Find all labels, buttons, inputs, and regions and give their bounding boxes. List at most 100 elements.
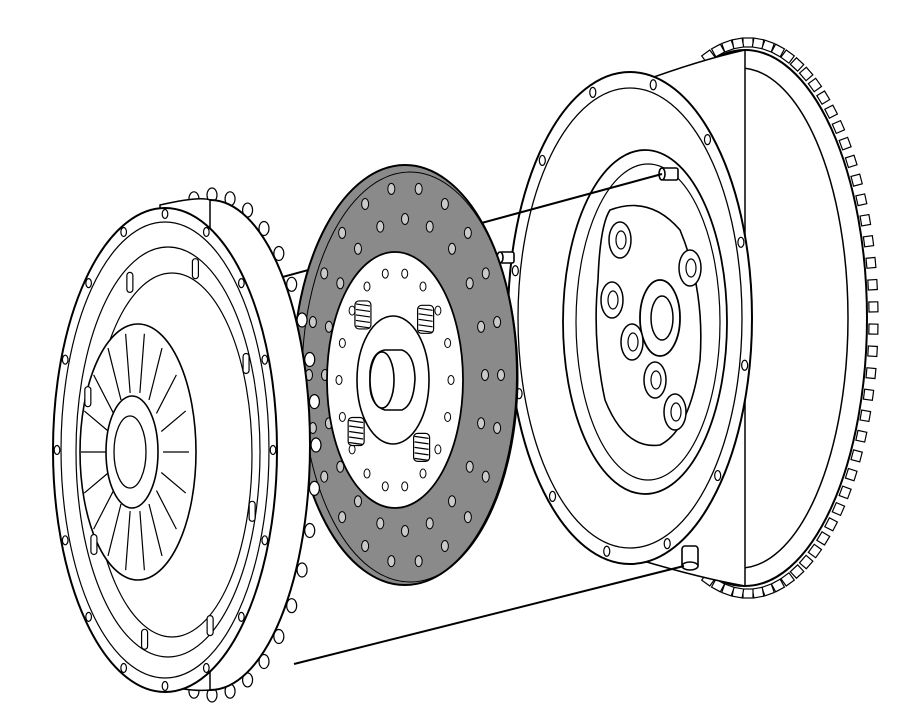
rim-lug — [308, 393, 321, 410]
rivet-hole — [401, 525, 409, 537]
carrier-hole — [444, 338, 452, 349]
rim-hole — [589, 86, 597, 98]
gear-tooth — [831, 119, 846, 135]
rivet-hole — [481, 369, 489, 381]
rivet-hole — [387, 555, 396, 568]
gear-tooth — [824, 517, 839, 532]
flywheel-hub-bosses — [600, 221, 702, 431]
carrier-hole — [401, 268, 409, 279]
gear-tooth — [789, 563, 805, 580]
diaphragm-finger — [155, 374, 177, 414]
gear-tooth — [865, 256, 877, 269]
clutch-disc — [292, 164, 519, 586]
mounting-hole — [61, 354, 69, 365]
rim-lug — [308, 480, 321, 497]
rim-lug — [304, 522, 316, 539]
carrier-hole — [335, 375, 343, 385]
mounting-hole — [85, 611, 93, 622]
rivet-hole — [401, 213, 409, 225]
gear-tooth — [751, 586, 765, 599]
gear-tooth — [868, 323, 879, 335]
spring-coil — [414, 446, 429, 450]
rim-lug — [286, 276, 298, 292]
carrier-hole — [381, 481, 389, 492]
rivet-hole — [481, 267, 490, 280]
carrier-hole — [434, 305, 442, 316]
spring-coil — [355, 319, 371, 324]
mounting-hole — [237, 611, 245, 622]
gear-tooth — [770, 578, 786, 593]
diaphragm-finger — [83, 472, 110, 494]
mounting-hole — [202, 226, 210, 238]
gear-tooth — [855, 429, 868, 443]
cover-slot — [126, 271, 134, 294]
carrier-hole — [338, 338, 346, 349]
rivet-hole — [465, 460, 474, 473]
cover-slot — [90, 533, 98, 556]
rivet-hole — [376, 220, 385, 233]
gear-tooth — [770, 43, 786, 58]
gear-tooth — [838, 485, 852, 500]
rivet-hole — [387, 182, 396, 195]
diaphragm-finger — [139, 511, 145, 571]
carrier-hole — [348, 444, 356, 455]
rivet-hole — [338, 511, 347, 524]
mounting-hole — [61, 535, 69, 546]
rivet-hole — [497, 369, 505, 381]
gear-tooth — [710, 43, 726, 58]
gear-tooth — [761, 39, 776, 53]
flywheel-rim-holes — [511, 79, 749, 557]
diaphragm-finger — [125, 333, 131, 393]
gear-tooth — [868, 301, 879, 313]
hub-boss-hole — [627, 332, 639, 352]
spring-coil — [418, 318, 433, 322]
gear-tooth — [815, 530, 831, 546]
cover-slot — [84, 386, 92, 408]
rivet-hole — [463, 511, 472, 524]
cover-slot — [191, 258, 200, 280]
mounting-hole — [261, 535, 269, 546]
rivet-hole — [448, 242, 457, 255]
gear-tooth — [798, 554, 814, 570]
carrier-hole — [401, 481, 409, 492]
diaphragm-finger — [139, 333, 145, 393]
dual-mass-flywheel — [507, 37, 879, 599]
rim-lug — [273, 628, 285, 645]
rim-hole — [714, 469, 722, 482]
dowel-pin-bottom — [681, 545, 699, 571]
diaphragm-finger — [125, 511, 131, 571]
gear-tooth — [742, 37, 754, 48]
gear-tooth — [844, 467, 858, 482]
mounting-hole — [161, 208, 169, 220]
gear-tooth — [780, 49, 796, 65]
pressure-plate — [52, 187, 322, 703]
rivet-hole — [320, 470, 329, 483]
rim-lug — [296, 312, 308, 328]
ring-gear-teeth — [700, 37, 879, 599]
cover-rim-lugs — [188, 187, 322, 703]
spring-coil — [355, 314, 371, 318]
rivet-hole — [481, 470, 490, 483]
gear-tooth — [865, 367, 877, 380]
gear-tooth — [824, 104, 839, 119]
spring-coil — [349, 419, 364, 424]
gear-tooth — [855, 193, 868, 207]
rim-hole — [548, 490, 557, 502]
gear-tooth — [862, 235, 875, 248]
rim-hole — [649, 79, 657, 91]
spring-coil — [349, 441, 364, 446]
gear-tooth — [850, 173, 863, 187]
diaphragm-finger — [148, 347, 163, 401]
disc-rivets — [305, 182, 505, 568]
diaphragm-finger — [83, 410, 110, 432]
rivet-hole — [493, 421, 502, 434]
rivet-hole — [465, 277, 474, 290]
hub-boss-hole — [685, 258, 697, 278]
gear-tooth — [742, 588, 754, 599]
gear-tooth — [859, 409, 872, 423]
mounting-hole — [269, 444, 277, 456]
spring-coil — [418, 329, 433, 333]
carrier-hole — [419, 281, 427, 292]
diaphragm-finger — [107, 503, 122, 557]
alignment-line-bottom — [293, 565, 685, 665]
